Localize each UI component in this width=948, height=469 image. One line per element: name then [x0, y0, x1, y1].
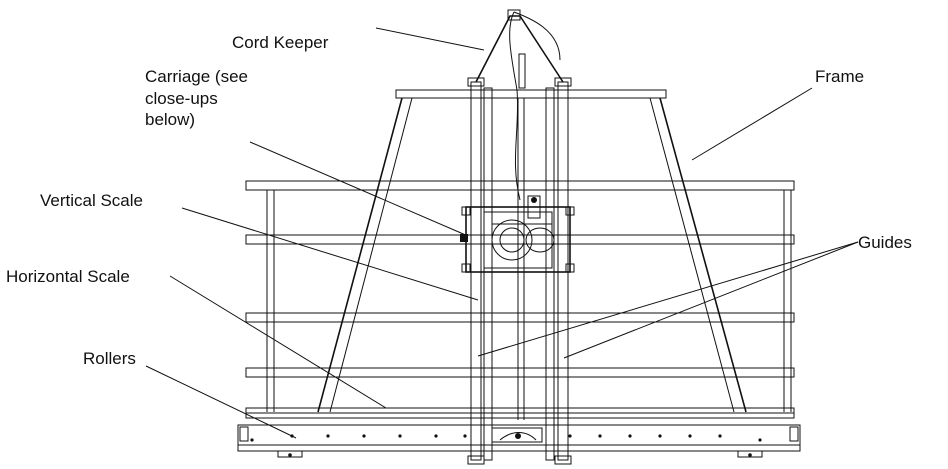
- frame: [266, 89, 792, 413]
- label-frame: Frame: [815, 67, 864, 86]
- label-horizontal-scale: Horizontal Scale: [6, 267, 130, 286]
- label-cord-keeper: Cord Keeper: [232, 33, 329, 52]
- label-vertical-scale: Vertical Scale: [40, 191, 143, 210]
- guides-leader-right: [563, 241, 859, 359]
- guides-leader-left: [477, 241, 859, 357]
- leader-lines: [145, 27, 859, 439]
- label-carriage-line2: close-ups: [145, 89, 218, 108]
- rollers-leader: [145, 365, 297, 439]
- carriage-leader: [249, 141, 469, 237]
- label-carriage-line3: below): [145, 110, 195, 129]
- bottom-bracket: [491, 427, 543, 443]
- vertical-guides: [467, 77, 572, 465]
- callout-labels: Cord Keeper Carriage (see close-ups belo…: [6, 33, 912, 368]
- horizontal-scale-bar: [245, 407, 795, 419]
- label-guides: Guides: [858, 233, 912, 252]
- cord-keeper: [475, 9, 564, 201]
- label-carriage-line1: Carriage (see: [145, 67, 248, 86]
- horizontal-rails: [245, 180, 795, 378]
- roller-track: [237, 424, 801, 458]
- label-rollers: Rollers: [83, 349, 136, 368]
- cord-keeper-leader: [375, 27, 485, 51]
- vertical-scale-leader: [181, 207, 479, 301]
- frame-leader: [691, 87, 813, 161]
- carriage: [460, 195, 575, 273]
- horizontal-scale-leader: [169, 275, 387, 409]
